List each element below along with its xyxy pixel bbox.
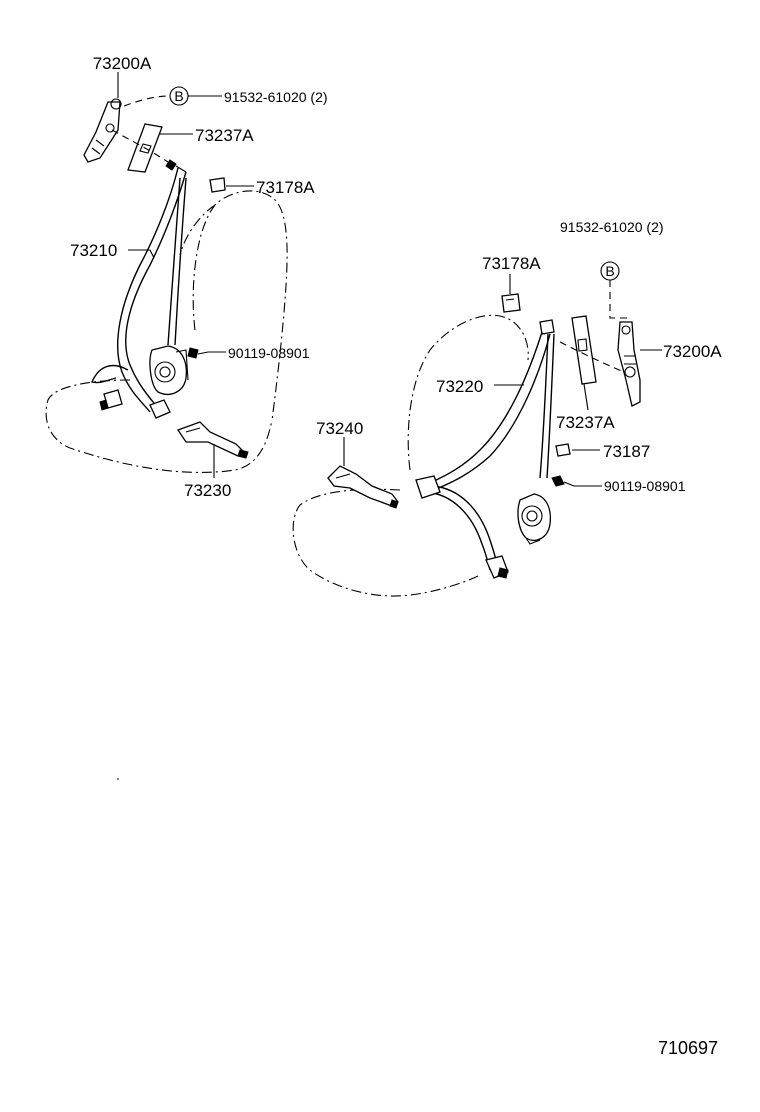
left-retractor: [149, 345, 189, 395]
left-seat-outline: [45, 190, 288, 473]
right-lower-anchor: [485, 555, 509, 579]
right-seat-outline: [292, 314, 529, 597]
left-anchor-plate: [83, 98, 122, 163]
left-anchor-plate-label: 73200A: [93, 54, 152, 73]
left-belt-webbing: [91, 167, 187, 419]
right-cover-label: 73237A: [556, 413, 615, 432]
left-buckle-label: 73230: [184, 481, 231, 500]
left-leader-lines: [111, 72, 254, 478]
right-anchor-plate: [617, 321, 641, 407]
left-shoulder-bolt: [165, 159, 187, 173]
right-anchor-plate-label: 73200A: [663, 342, 722, 361]
right-cap-label: 73178A: [482, 254, 541, 273]
left-cap: [209, 177, 226, 193]
right-leader-lines: [343, 274, 662, 487]
left-bolt-set-label: 91532-61020 (2): [224, 89, 328, 105]
stray-dot: [117, 778, 119, 780]
left-retractor-bolt-label: 90119-08901: [228, 345, 310, 361]
right-clip-label: 73187: [603, 442, 650, 461]
right-clip: [555, 443, 571, 457]
right-belt-webbing: [415, 319, 555, 571]
left-retractor-bolt: [187, 347, 209, 359]
right-retractor: [517, 493, 552, 545]
left-belt-label: 73210: [70, 241, 117, 260]
left-bolt-ref-letter: B: [174, 88, 183, 104]
right-cover-trim: [571, 315, 597, 385]
left-lower-anchor: [99, 389, 123, 411]
left-cap-label: 73178A: [256, 178, 315, 197]
figure-code: 710697: [658, 1038, 718, 1058]
right-buckle: [327, 465, 399, 509]
left-bolt-ref-circle: B: [169, 86, 189, 106]
left-cover-label: 73237A: [195, 126, 254, 145]
right-bolt-set-label: 91532-61020 (2): [560, 219, 664, 235]
right-bolt-ref-letter: B: [605, 263, 614, 279]
left-buckle: [177, 421, 249, 459]
right-belt-label: 73220: [436, 377, 483, 396]
right-buckle-label: 73240: [316, 419, 363, 438]
right-bolt-ref-circle: B: [600, 261, 620, 281]
right-retractor-bolt-label: 90119-08901: [604, 478, 686, 494]
right-cap: [501, 293, 521, 313]
right-retractor-bolt: [551, 475, 575, 487]
